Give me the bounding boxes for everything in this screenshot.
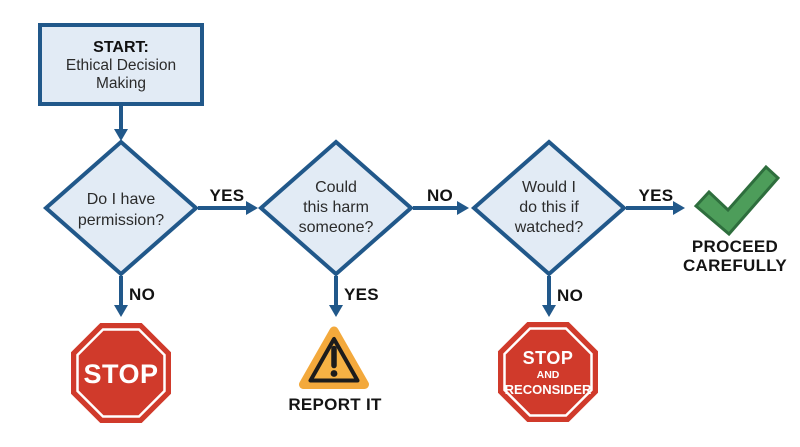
edge-start-to-permission — [114, 103, 128, 141]
start-node: START: Ethical Decision Making — [38, 23, 204, 106]
decision-diamond — [470, 139, 628, 277]
stop-reconsider-line1: STOP — [523, 348, 574, 368]
start-line2: Ethical Decision — [66, 57, 176, 74]
proceed-label-line1: PROCEED — [692, 237, 778, 256]
decision-permission-line2: permission? — [78, 212, 164, 229]
start-box — [38, 23, 204, 106]
stop-reconsider-line2: AND — [537, 369, 560, 381]
edge-label-no: NO — [427, 186, 453, 205]
decision-harm-line2: this harm — [303, 199, 369, 216]
edge-watched-no: NO — [542, 276, 583, 317]
decision-harm: Could this harm someone? — [257, 139, 415, 277]
stop-reconsider-line3: RECONSIDER — [505, 382, 592, 397]
decision-diamond — [257, 139, 415, 277]
decision-watched-line2: do this if — [519, 199, 579, 216]
decision-permission: Do I have permission? — [42, 139, 200, 277]
decision-watched-line1: Would I — [522, 179, 576, 196]
warning-exclamation-dot — [330, 370, 338, 377]
proceed-label-line2: CAREFULLY — [683, 256, 787, 275]
edge-watched-yes: YES — [626, 186, 685, 215]
outcome-stop-reconsider: STOP AND RECONSIDER — [498, 322, 598, 422]
edge-permission-no: NO — [114, 276, 155, 317]
edge-label-yes: YES — [639, 186, 674, 205]
outcome-stop: STOP — [71, 323, 171, 423]
edge-permission-yes: YES — [198, 186, 258, 215]
stop-sign-icon — [498, 322, 598, 422]
outcome-report: REPORT IT — [288, 326, 382, 414]
arrowhead-icon — [457, 201, 469, 215]
arrowhead-icon — [246, 201, 258, 215]
decision-harm-line1: Could — [315, 179, 357, 196]
edge-harm-yes: YES — [329, 276, 379, 317]
stop-sign-ring — [503, 327, 593, 417]
start-title: START: — [93, 39, 149, 56]
arrowhead-icon — [329, 305, 343, 317]
decision-diamond — [42, 139, 200, 277]
outcome-proceed: PROCEED CAREFULLY — [683, 164, 787, 275]
stop-sign-icon — [71, 323, 171, 423]
decision-harm-line3: someone? — [299, 219, 374, 236]
edge-harm-no: NO — [413, 186, 469, 215]
start-line3: Making — [96, 75, 146, 92]
arrowhead-icon — [114, 129, 128, 141]
decision-watched-line3: watched? — [514, 219, 584, 236]
stop-sign-ring — [76, 328, 166, 418]
edge-label-yes: YES — [344, 285, 379, 304]
arrowhead-icon — [542, 305, 556, 317]
edge-label-no: NO — [129, 285, 155, 304]
edge-label-no: NO — [557, 286, 583, 305]
report-label: REPORT IT — [288, 395, 382, 414]
edge-label-yes: YES — [210, 186, 245, 205]
decision-watched: Would I do this if watched? — [470, 139, 628, 277]
arrowhead-icon — [673, 201, 685, 215]
decision-permission-line1: Do I have — [87, 191, 156, 208]
checkmark-icon — [693, 164, 781, 237]
stop-label: STOP — [83, 359, 158, 389]
arrowhead-icon — [114, 305, 128, 317]
